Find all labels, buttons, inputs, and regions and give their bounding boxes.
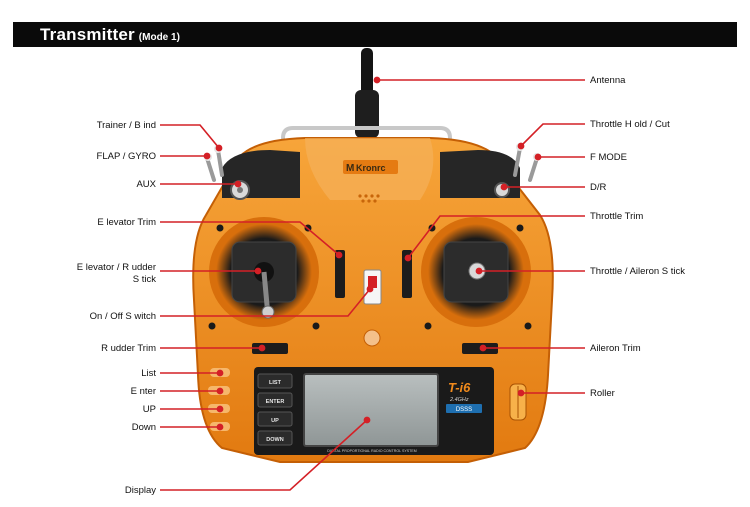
label-throttle-trim: Throttle Trim <box>590 211 644 222</box>
logo-text: Kronrc <box>356 163 386 173</box>
carry-handle <box>281 126 452 190</box>
label-dr: D/R <box>590 182 607 193</box>
key-list[interactable] <box>257 373 293 389</box>
label-f-mode: F MODE <box>590 152 627 163</box>
key-up[interactable] <box>257 411 293 427</box>
label-down: Down <box>131 422 156 433</box>
key-down[interactable] <box>257 430 293 446</box>
key-down-label: DOWN <box>266 437 283 443</box>
label-antenna: Antenna <box>590 75 626 86</box>
model-freq: 2.4GHz <box>449 397 469 403</box>
system-subtitle: DIGITAL PROPORTIONAL RADIO CONTROL SYSTE… <box>327 449 417 453</box>
bind-button-icon[interactable] <box>363 329 381 347</box>
label-elevator-rudder: E levator / R udder <box>76 262 156 273</box>
elevator-trim-icon[interactable] <box>335 250 345 298</box>
label-up: UP <box>142 404 156 415</box>
key-enter[interactable] <box>257 392 293 408</box>
page-title: Transmitter <box>40 25 135 44</box>
antenna <box>355 48 379 138</box>
label-throttle-aileron: Throttle / Aileron S tick <box>590 266 686 277</box>
label-aileron-trim: Aileron Trim <box>590 343 641 354</box>
header-bar: Transmitter (Mode 1) <box>13 22 737 47</box>
model-name: T-i6 <box>448 380 471 395</box>
label-list: List <box>141 368 156 379</box>
speaker-grille <box>358 194 380 203</box>
label-elevator-rudder-stick: S tick <box>132 274 156 285</box>
label-trainer-bind: Trainer / B ind <box>96 120 156 131</box>
throttle-trim-icon[interactable] <box>402 250 412 298</box>
callout-lines <box>160 76 585 491</box>
menu-keys: LIST ENTER UP DOWN <box>257 373 293 446</box>
label-roller: Roller <box>590 388 615 399</box>
label-throttle-hold: Throttle H old / Cut <box>590 119 670 130</box>
key-enter-label: ENTER <box>266 399 285 405</box>
brand-logo: M Kronrc <box>343 160 398 174</box>
mode-label: (Mode 1) <box>138 32 180 43</box>
label-rudder-trim: R udder Trim <box>101 343 156 354</box>
key-up-label: UP <box>271 418 279 424</box>
label-display: Display <box>124 485 156 496</box>
dsss-badge-text: DSSS <box>456 407 472 413</box>
lcd-screen <box>303 373 439 447</box>
svg-text:M: M <box>346 163 354 174</box>
label-flap-gyro: FLAP / GYRO <box>96 151 156 162</box>
left-switches <box>205 148 224 182</box>
key-list-label: LIST <box>269 380 282 386</box>
label-enter: E nter <box>130 386 156 397</box>
label-aux: AUX <box>136 179 156 190</box>
dsss-badge <box>446 404 482 413</box>
right-switches <box>513 146 539 182</box>
label-elevator-trim: E levator Trim <box>97 217 156 228</box>
label-on-off: On / Off S witch <box>89 311 156 322</box>
